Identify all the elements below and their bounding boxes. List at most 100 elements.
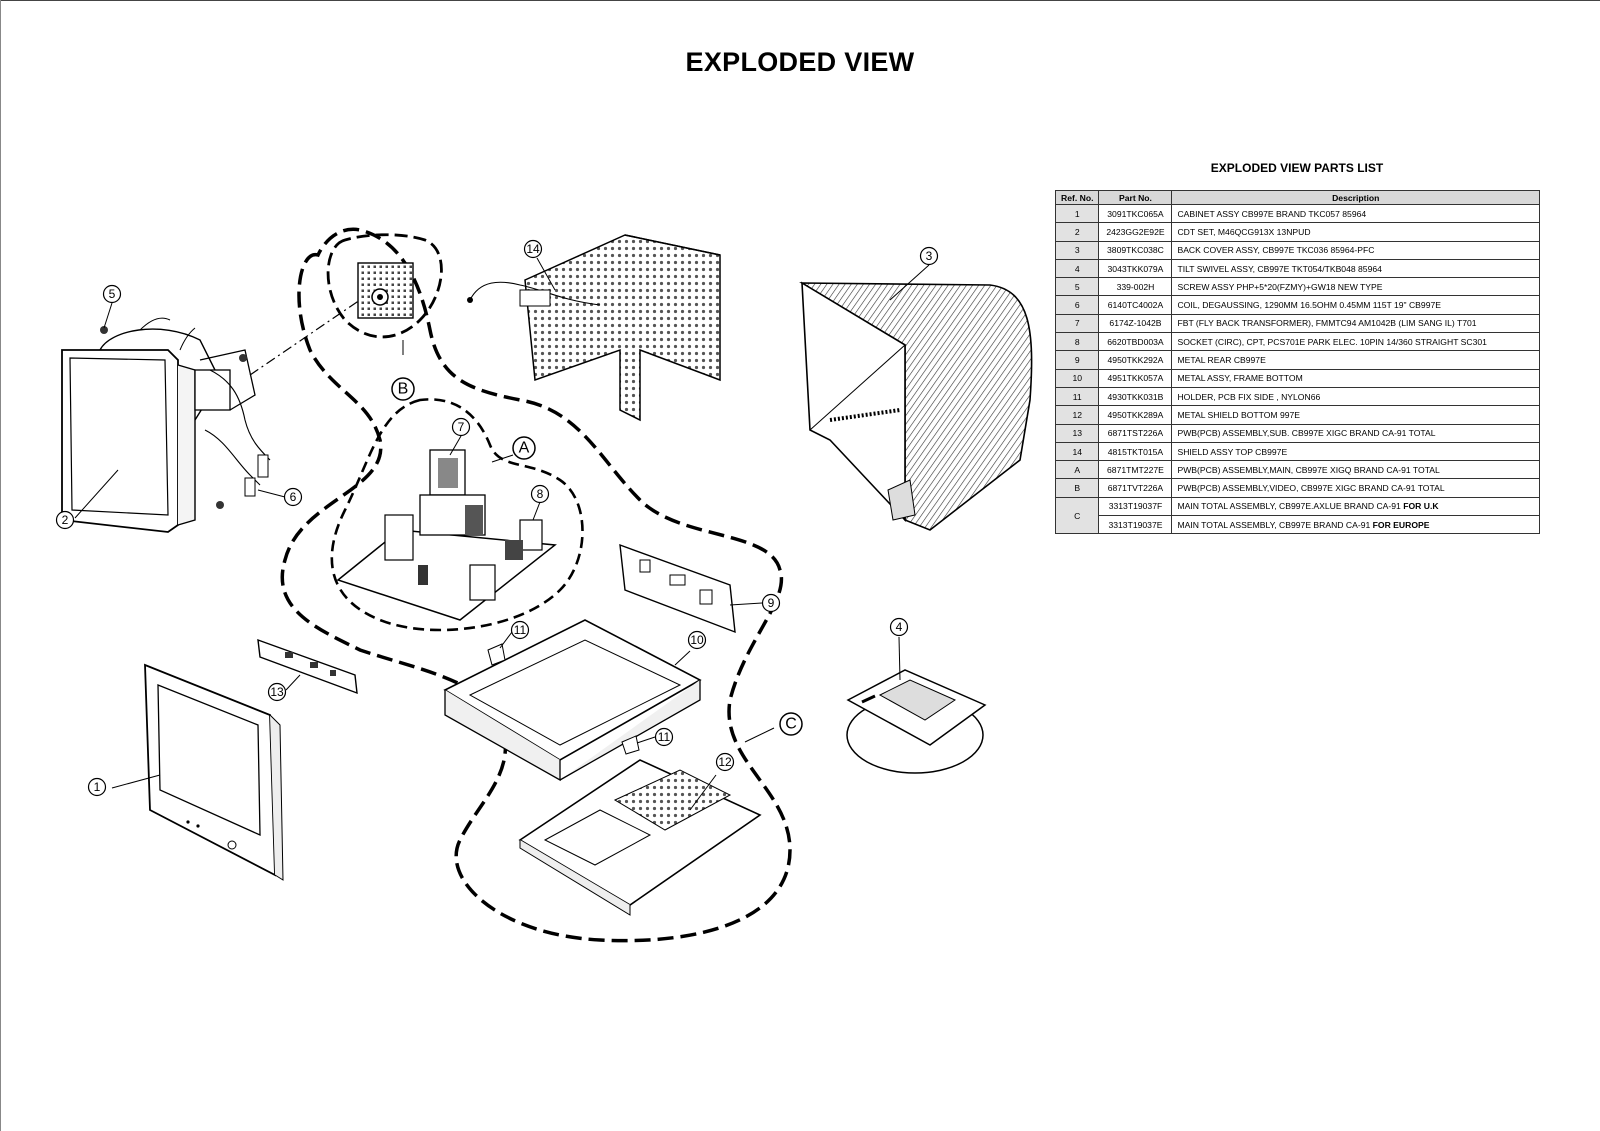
- description-cell: SCREW ASSY PHP+5*20(FZMY)+GW18 NEW TYPE: [1171, 277, 1540, 297]
- part-no-cell: 4951TKK057A: [1098, 368, 1173, 388]
- callout-11: 11: [510, 620, 530, 640]
- ref-cell: C: [1054, 496, 1100, 535]
- part-top-shield: [467, 234, 721, 422]
- part-no-cell: 6871TST226A: [1098, 423, 1173, 443]
- ref-cell: 12: [1054, 405, 1100, 425]
- description-cell: MAIN TOTAL ASSEMBLY, CB997E BRAND CA-91 …: [1171, 515, 1540, 535]
- callout-13: 13: [267, 682, 287, 702]
- description-cell: BACK COVER ASSY, CB997E TKC036 85964-PFC: [1171, 240, 1540, 260]
- description-cell: CABINET ASSY CB997E BRAND TKC057 85964: [1171, 203, 1540, 224]
- part-no-cell: 6620TBD003A: [1098, 332, 1173, 352]
- part-no-cell: 3043TKK079A: [1098, 258, 1173, 279]
- section-label-a: A: [512, 436, 536, 460]
- ref-cell: 3: [1054, 240, 1100, 260]
- region-label: FOR U.K: [1403, 501, 1439, 512]
- part-front-cabinet: [144, 663, 284, 881]
- part-back-cover: [799, 281, 1033, 531]
- callout-11-label: 11: [514, 623, 527, 637]
- part-frame-bottom: [443, 619, 702, 782]
- part-cdt-tube: [61, 317, 271, 533]
- part-no-cell: 3091TKC065A: [1098, 203, 1173, 224]
- callout-12-label: 12: [718, 755, 732, 769]
- callout-1-label: 1: [94, 780, 101, 794]
- callout-7: 7: [451, 417, 471, 437]
- page-title: EXPLODED VIEW: [685, 47, 915, 77]
- callout-10: 10: [687, 630, 707, 650]
- description-cell: METAL ASSY, FRAME BOTTOM: [1171, 368, 1540, 388]
- callout-1: 1: [87, 777, 107, 797]
- part-no-cell: 339-002H: [1098, 277, 1173, 297]
- description-cell: PWB(PCB) ASSEMBLY,VIDEO, CB997E XIGC BRA…: [1171, 478, 1540, 498]
- callout-13-label: 13: [270, 685, 284, 699]
- part-tilt-swivel: [846, 669, 987, 774]
- ref-cell: 10: [1054, 368, 1100, 388]
- ref-cell: 6: [1054, 295, 1100, 315]
- description-cell: MAIN TOTAL ASSEMBLY, CB997E.AXLUE BRAND …: [1171, 496, 1540, 517]
- part-no-cell: 3313T19037E: [1098, 515, 1173, 535]
- part-no-cell: 4930TKK031B: [1098, 386, 1173, 407]
- header-ref-no: Ref. No.: [1054, 190, 1100, 205]
- callout-6: 6: [283, 487, 303, 507]
- region-label: FOR EUROPE: [1372, 519, 1430, 530]
- part-no-cell: 6871TMT227E: [1098, 460, 1173, 480]
- description-cell: HOLDER, PCB FIX SIDE , NYLON66: [1171, 386, 1540, 407]
- part-shield-bottom: [518, 759, 762, 916]
- ref-cell: 14: [1054, 441, 1100, 462]
- callout-14: 14: [523, 239, 543, 259]
- ref-cell: 5: [1054, 277, 1100, 297]
- description-cell: FBT (FLY BACK TRANSFORMER), FMMTC94 AM10…: [1171, 313, 1540, 334]
- callout-2-label: 2: [62, 513, 69, 527]
- part-no-cell: 4950TKK289A: [1098, 405, 1173, 425]
- callout-7-label: 7: [458, 420, 465, 434]
- description-cell: TILT SWIVEL ASSY, CB997E TKT054/TKB048 8…: [1171, 258, 1540, 279]
- ref-cell: A: [1054, 460, 1100, 480]
- parts-list-title: EXPLODED VIEW PARTS LIST: [1210, 161, 1384, 175]
- callout-9: 9: [761, 593, 781, 613]
- callout-11: 11: [654, 727, 674, 747]
- callout-9-label: 9: [768, 596, 775, 610]
- section-label-c-label: C: [785, 716, 797, 733]
- callout-5: 5: [102, 284, 122, 304]
- description-cell: METAL SHIELD BOTTOM 997E: [1171, 405, 1540, 425]
- description-text: MAIN TOTAL ASSEMBLY, CB997E.AXLUE BRAND …: [1177, 501, 1404, 512]
- part-main-board: [336, 449, 557, 621]
- ref-cell: 11: [1054, 386, 1100, 407]
- ref-cell: 2: [1054, 222, 1100, 242]
- part-no-cell: 4950TKK292A: [1098, 350, 1173, 370]
- ref-cell: 4: [1054, 258, 1100, 279]
- page-border-top: [0, 0, 1600, 1]
- section-label-b-label: B: [398, 381, 409, 398]
- table-row: C 3313T19037F MAIN TOTAL ASSEMBLY, CB997…: [1054, 496, 1540, 535]
- part-sub-pcb: [257, 638, 358, 695]
- part-no-cell: 2423GG2E92E: [1098, 222, 1173, 242]
- description-cell: PWB(PCB) ASSEMBLY,MAIN, CB997E XIGQ BRAN…: [1171, 460, 1540, 480]
- ref-cell: 9: [1054, 350, 1100, 370]
- ref-cell: 13: [1054, 423, 1100, 443]
- part-no-cell: 6174Z-1042B: [1098, 313, 1173, 334]
- description-cell: SHIELD ASSY TOP CB997E: [1171, 441, 1540, 462]
- assembly-b-boundary: [326, 233, 443, 339]
- part-no-cell: 3809TKC038C: [1098, 240, 1173, 260]
- ref-cell: B: [1054, 478, 1100, 498]
- callout-12: 12: [715, 752, 735, 772]
- leader-lines: [74, 257, 930, 811]
- header-description: Description: [1171, 190, 1540, 205]
- callout-4: 4: [889, 617, 909, 637]
